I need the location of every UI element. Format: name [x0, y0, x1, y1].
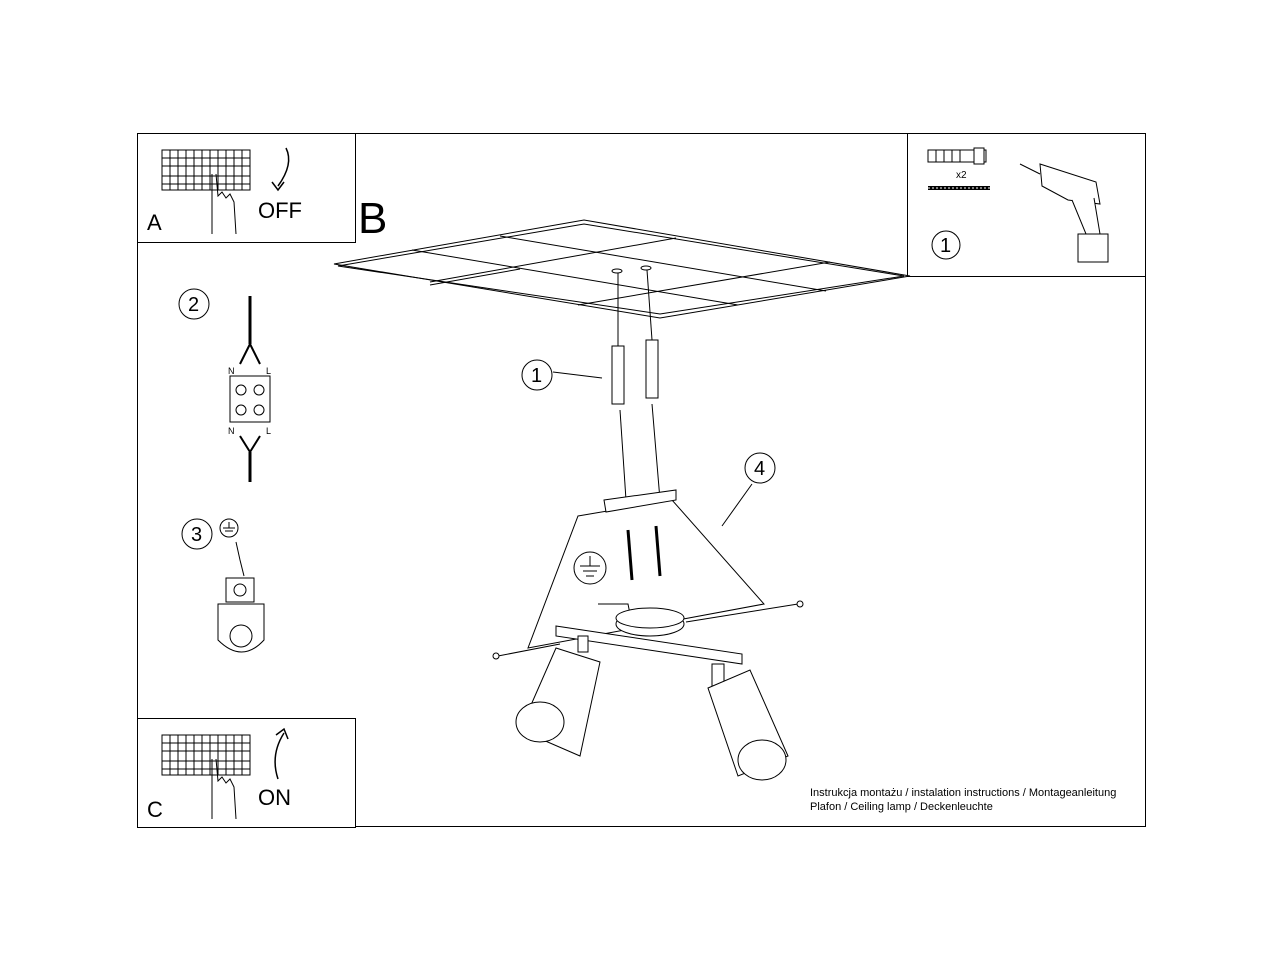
svg-text:N: N — [228, 426, 235, 436]
lamp-spot-icon — [707, 663, 789, 781]
caption-line-1: Instrukcja montażu / instalation instruc… — [810, 787, 1117, 799]
instruction-frame — [137, 133, 1146, 827]
svg-text:4: 4 — [754, 458, 765, 480]
off-label: OFF — [258, 198, 302, 223]
panel-c-power-on: C ON — [137, 718, 356, 828]
caption-line-2: Plafon / Ceiling lamp / Deckenleuchte — [810, 801, 993, 813]
circuit-breaker-icon — [161, 727, 289, 820]
ground-symbol-icon — [219, 518, 239, 538]
drill-icon — [1019, 163, 1109, 263]
svg-text:x2: x2 — [956, 170, 967, 181]
lamp-spot-icon — [515, 635, 601, 757]
on-label: ON — [258, 785, 291, 810]
arrow-down-icon — [277, 147, 290, 187]
hand-icon — [211, 173, 237, 235]
svg-text:L: L — [266, 366, 271, 376]
panel-a-power-off: A OFF — [137, 133, 356, 243]
svg-text:1: 1 — [531, 365, 542, 387]
tools-panel: x2 1 — [907, 133, 1146, 277]
svg-text:3: 3 — [191, 524, 202, 546]
ground-symbol-icon — [573, 551, 607, 585]
arrow-up-icon — [274, 732, 285, 780]
document-caption: Instrukcja montażu / instalation instruc… — [810, 786, 1116, 814]
svg-text:L: L — [266, 426, 271, 436]
hand-icon — [211, 758, 237, 820]
wall-plug-icon — [611, 339, 659, 405]
circuit-breaker-icon — [161, 147, 290, 235]
svg-text:N: N — [228, 366, 235, 376]
wall-plug-icon — [927, 147, 987, 165]
svg-text:2: 2 — [188, 294, 199, 316]
panel-a-label: A — [147, 210, 162, 235]
panel-b-label: B — [358, 194, 388, 243]
svg-text:1: 1 — [940, 235, 951, 257]
ceiling-grid-icon — [333, 219, 911, 319]
terminal-block-icon — [217, 577, 265, 653]
terminal-block-icon — [229, 375, 271, 423]
panel-c-label: C — [147, 797, 163, 822]
